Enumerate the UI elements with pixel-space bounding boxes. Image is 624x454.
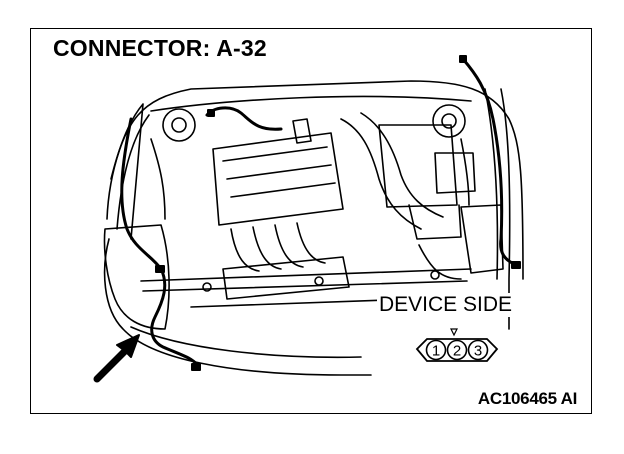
engine-cover xyxy=(212,132,344,226)
device-side-label: DEVICE SIDE xyxy=(377,293,515,317)
left-headlamp xyxy=(103,224,170,330)
cowl-line xyxy=(150,95,472,112)
air-cleaner xyxy=(378,124,458,208)
upper-harness xyxy=(205,106,283,131)
pin-2-label: 2 xyxy=(453,343,461,360)
connector-symbol: 1 2 3 xyxy=(415,328,499,362)
front-bumper xyxy=(103,238,372,376)
intake-hose xyxy=(340,118,422,230)
radiator-support xyxy=(140,268,472,282)
pin-1-label: 1 xyxy=(432,343,440,360)
pin-3-label: 3 xyxy=(474,343,482,360)
left-harness xyxy=(120,117,201,371)
right-harness xyxy=(461,57,519,267)
right-headlamp xyxy=(460,204,504,274)
left-fender xyxy=(106,103,144,240)
figure-code: AC106465 AI xyxy=(475,389,579,409)
diagram-frame: 1 2 3 CONNECTOR: A-32 DEVICE SIDE AC1064… xyxy=(30,28,592,414)
connector-title: CONNECTOR: A-32 xyxy=(51,35,269,62)
left-strut-tower xyxy=(162,108,196,142)
intake-manifold xyxy=(230,222,326,272)
key-mark xyxy=(450,328,458,337)
right-fender xyxy=(500,88,511,330)
relay-box xyxy=(434,152,476,194)
right-strut-tower xyxy=(432,104,466,138)
hood-outline xyxy=(110,80,524,280)
engine-bay-illustration: 1 2 3 xyxy=(93,55,524,383)
